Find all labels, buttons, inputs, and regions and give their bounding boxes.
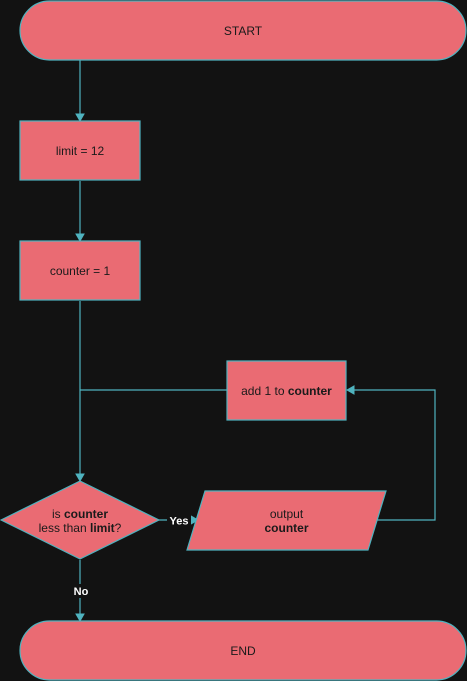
- arrowhead-end: [75, 613, 85, 623]
- decision-line-1-variable: counter: [64, 507, 108, 521]
- node-decision: is counter less than limit?: [0, 480, 161, 560]
- decision-line-1-prefix: is: [52, 507, 64, 521]
- start-label: START: [224, 24, 263, 38]
- arrowhead-limit: [75, 113, 85, 123]
- edge-labels: Yes No: [70, 513, 191, 598]
- end-terminator: [19, 620, 467, 681]
- increment-process-box: [226, 360, 347, 421]
- no-label: No: [74, 586, 89, 598]
- node-limit: limit = 12: [19, 120, 141, 181]
- arrowhead-increment: [345, 385, 355, 395]
- limit-process-box: [19, 120, 141, 181]
- decision-line-2-suffix: ?: [115, 521, 122, 535]
- node-increment: add 1 to counter: [226, 360, 347, 421]
- connectors: [75, 60, 436, 623]
- decision-line-2: less than limit?: [39, 521, 122, 535]
- increment-label: add 1 to counter: [241, 384, 332, 398]
- increment-label-prefix: add 1 to: [241, 384, 288, 398]
- start-terminator: [19, 0, 467, 61]
- node-end: END: [19, 620, 467, 681]
- output-parallelogram: [186, 490, 387, 551]
- edge-output-to-increment: [354, 389, 436, 521]
- arrowhead-counter: [75, 233, 85, 243]
- increment-label-variable: counter: [288, 384, 332, 398]
- decision-diamond: [0, 480, 161, 560]
- end-label: END: [230, 644, 256, 658]
- counter-init-label: counter = 1: [50, 264, 111, 278]
- decision-line-2-variable: limit: [90, 521, 115, 535]
- decision-line-2-prefix: less than: [39, 521, 90, 535]
- yes-label: Yes: [170, 516, 189, 528]
- limit-label: limit = 12: [56, 144, 105, 158]
- counter-init-process-box: [19, 240, 141, 301]
- no-label-background: [70, 584, 91, 598]
- output-line-2: counter: [264, 521, 308, 535]
- node-counter-init: counter = 1: [19, 240, 141, 301]
- node-output: output counter: [186, 490, 387, 551]
- yes-label-background: [167, 513, 191, 527]
- output-line-1: output: [270, 507, 304, 521]
- arrowhead-decision: [75, 473, 85, 483]
- node-start: START: [19, 0, 467, 61]
- decision-line-1: is counter: [52, 507, 108, 521]
